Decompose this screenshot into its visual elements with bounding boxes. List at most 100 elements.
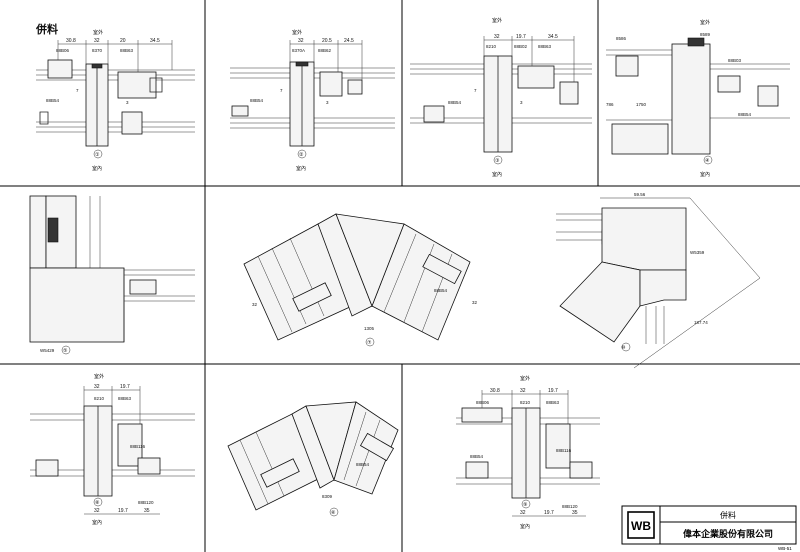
panel-3-dim: 19.7 <box>516 34 526 40</box>
detail-panel-10: 59.56 W5359 187.74 ⑩ <box>556 192 761 369</box>
company-logo-text: WB <box>631 519 651 533</box>
panel-9-dim: 19.7 <box>544 510 554 516</box>
detail-panel-7: 1305 88B54 32 32 ⑦ <box>243 213 478 347</box>
panel-2-dim: 32 <box>298 38 304 44</box>
panel-8-dim: 19.7 <box>120 384 130 390</box>
company-name: 偉本企業股份有限公司 <box>683 528 773 540</box>
panel-4-code: 8586 <box>616 36 627 41</box>
detail-panel-9: 室外 30.8 32 19.7 88B06 8210 88B63 88B116 … <box>456 375 600 530</box>
panel-1-top-label: 室外 <box>93 29 103 36</box>
panel-1-dim: 20 <box>120 38 126 44</box>
panel-2-bottom-label: 室內 <box>296 165 306 172</box>
panel-2-code: 8370A <box>292 48 305 53</box>
sheet-title: 併料 <box>35 22 58 36</box>
panel-10-code: W5359 <box>690 250 705 255</box>
panel-6-code: 8309 <box>322 494 333 499</box>
panel-7-code: 88B54 <box>434 288 448 293</box>
company-logo <box>627 511 655 539</box>
panel-9-code: 88B120 <box>562 504 578 509</box>
panel-8-code: 8210 <box>94 396 105 401</box>
panel-2-small-dim: 3 <box>326 100 329 105</box>
panel-8-code: 88B120 <box>138 500 154 505</box>
panel-3-code: 88B02 <box>514 44 528 49</box>
panel-1-dim: 32 <box>94 38 100 44</box>
panel-1-code: 88B63 <box>120 48 134 53</box>
title-block-title: 併料 <box>720 510 736 520</box>
panel-1-number: ① <box>95 152 100 158</box>
panel-9-number: ⑨ <box>523 502 528 508</box>
title-block: WB 併料 偉本企業股份有限公司 WB-51 <box>621 505 797 551</box>
panel-7-number: ⑦ <box>367 340 372 346</box>
detail-panel-3: 室外 32 19.7 34.5 8210 88B02 88B63 88B54 7… <box>410 17 592 178</box>
panel-8-dim: 32 <box>94 508 100 514</box>
detail-panel-4: 室外 8586 8589 88B03 88B54 786 1750 ④ 室內 <box>606 19 790 178</box>
detail-panel-5: W5429 ⑤ <box>29 195 195 355</box>
panel-3-small-dim: 7 <box>474 88 477 93</box>
panel-5-number: ⑤ <box>63 348 68 354</box>
panel-7-small-dim: 32 <box>252 302 258 307</box>
panel-9-dim: 19.7 <box>548 388 558 394</box>
panel-8-code: 88B63 <box>118 396 132 401</box>
detail-panel-2: 室外 32 20.5 24.5 8370A 88B62 88B54 7 3 ② … <box>230 29 395 172</box>
panel-4-number: ④ <box>705 158 710 164</box>
panel-9-dim: 35 <box>572 510 578 516</box>
panel-5-code: W5429 <box>40 348 55 353</box>
detail-panel-6: 8309 88B54 ⑥ <box>227 401 399 517</box>
page-code: WB-51 <box>778 546 792 551</box>
panel-1-dim: 30.8 <box>66 38 76 44</box>
panel-7-code: 1305 <box>364 326 375 331</box>
panel-10-dim: 187.74 <box>694 320 708 325</box>
panel-7-small-dim: 32 <box>472 300 478 305</box>
panel-2-dim: 20.5 <box>322 38 332 44</box>
panel-9-code: 88B54 <box>470 454 484 459</box>
panel-10-number: ⑩ <box>621 345 626 351</box>
panel-3-top-label: 室外 <box>492 17 502 24</box>
panel-10-dim: 59.56 <box>634 192 646 197</box>
panel-4-bottom-label: 室內 <box>700 171 710 178</box>
panel-1-bottom-label: 室內 <box>92 165 102 172</box>
panel-8-number: ⑧ <box>95 500 100 506</box>
panel-9-top-label: 室外 <box>520 375 530 382</box>
panel-3-code: 88B54 <box>448 100 462 105</box>
panel-8-dim: 19.7 <box>118 508 128 514</box>
panel-9-dim: 32 <box>520 388 526 394</box>
panel-8-code: 88B116 <box>130 444 146 449</box>
panel-2-top-label: 室外 <box>292 29 302 36</box>
panel-9-code: 88B116 <box>556 448 572 453</box>
panel-1-code: 88B54 <box>46 98 60 103</box>
panel-1-small-dim: 7 <box>76 88 79 93</box>
panel-4-code: 8589 <box>700 32 711 37</box>
panel-3-small-dim: 3 <box>520 100 523 105</box>
panel-9-code: 88B63 <box>546 400 560 405</box>
panel-3-dim: 32 <box>494 34 500 40</box>
panel-1-small-dim: 3 <box>126 100 129 105</box>
panel-2-code: 88B62 <box>318 48 332 53</box>
panel-8-dim: 32 <box>94 384 100 390</box>
panel-2-dim: 24.5 <box>344 38 354 44</box>
detail-panel-1: 室外 30.8 32 20 34.5 88B06 8370 88B63 88B5… <box>36 29 195 172</box>
panel-1-dim: 34.5 <box>150 38 160 44</box>
panel-3-code: 8210 <box>486 44 497 49</box>
panel-2-number: ② <box>299 152 304 158</box>
panel-9-bottom-label: 室內 <box>520 523 530 530</box>
panel-6-number: ⑥ <box>331 510 336 516</box>
panel-8-bottom-label: 室內 <box>92 519 102 526</box>
panel-9-code: 88B06 <box>476 400 490 405</box>
panel-4-top-label: 室外 <box>700 19 710 26</box>
detail-panel-8: 室外 32 19.7 8210 88B63 88B116 88B120 32 1… <box>30 373 195 526</box>
panel-1-code: 8370 <box>92 48 103 53</box>
panel-4-code: 88B03 <box>728 58 742 63</box>
panel-4-small-dim: 1750 <box>636 102 647 107</box>
panel-8-top-label: 室外 <box>94 373 104 380</box>
panel-4-code: 88B54 <box>738 112 752 117</box>
panel-9-code: 8210 <box>520 400 531 405</box>
panel-9-dim: 32 <box>520 510 526 516</box>
panel-4-small-dim: 786 <box>606 102 614 107</box>
panel-3-bottom-label: 室內 <box>492 171 502 178</box>
panel-3-number: ③ <box>495 158 500 164</box>
panel-9-dim: 30.8 <box>490 388 500 394</box>
panel-6-code: 88B54 <box>356 462 370 467</box>
panel-2-code: 88B54 <box>250 98 264 103</box>
